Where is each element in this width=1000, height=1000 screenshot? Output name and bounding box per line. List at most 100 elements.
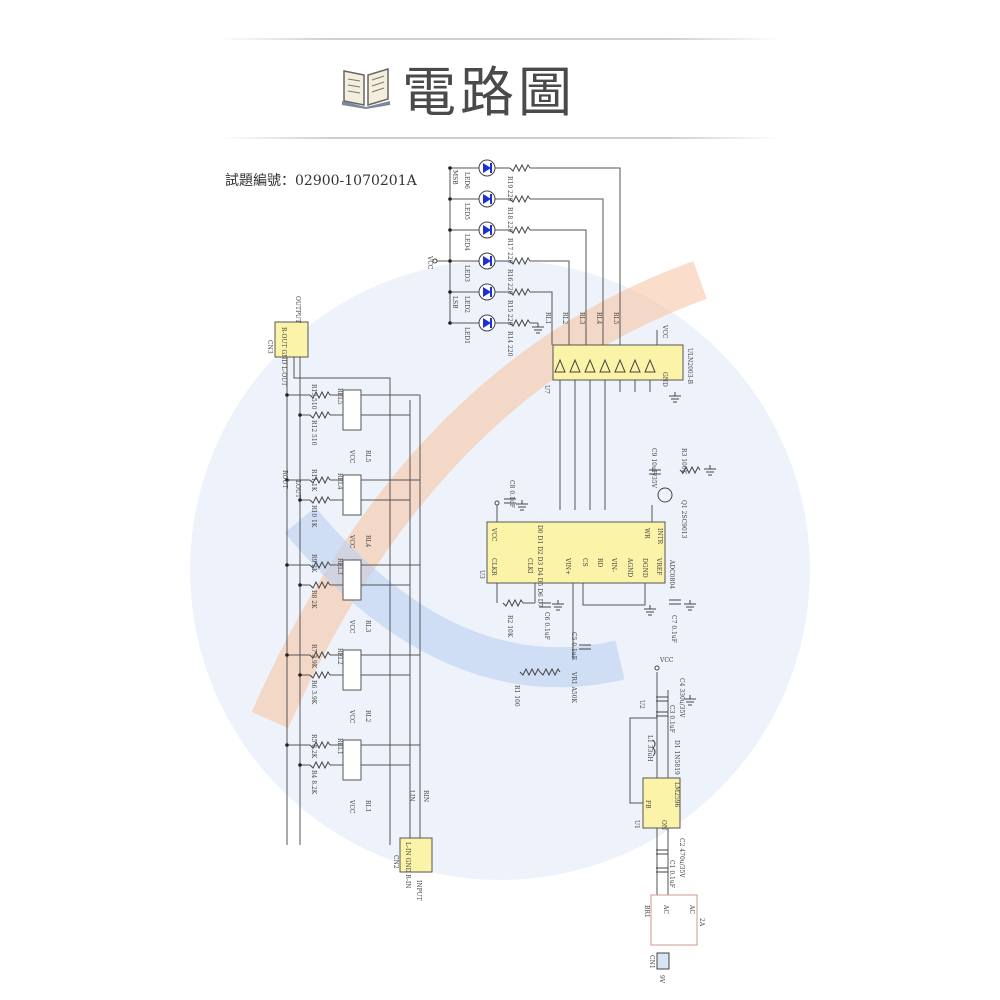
label-output: OUTPUT (294, 296, 301, 323)
junction-dot (298, 583, 302, 587)
cn3-connector (274, 321, 309, 358)
label-cs: CS (581, 558, 588, 567)
wire (629, 717, 657, 804)
label-cn3: CN3 (266, 340, 273, 354)
resistor (309, 475, 331, 485)
label-u2: U2 (638, 700, 645, 709)
junction-dot (285, 743, 289, 747)
led-diode-icon (483, 225, 491, 235)
label-clkr: CLKR (490, 558, 497, 576)
inductor-l1 (652, 739, 656, 757)
ground-icon (552, 600, 564, 611)
junction-dot (448, 197, 452, 201)
capacitor (656, 867, 668, 873)
label-input: INPUT (415, 880, 422, 901)
label-lin: LIN (408, 790, 415, 802)
resistor (309, 495, 331, 505)
ground-icon (704, 465, 716, 476)
label-rl5: RL5 (364, 450, 371, 463)
relay-vcc-label: VCC (348, 534, 355, 549)
label-vin: VIN+ (564, 557, 571, 575)
label-agnd: AGND (626, 557, 633, 577)
resistor (309, 580, 331, 590)
junction-dot (298, 673, 302, 677)
ground-icon (532, 323, 544, 334)
label-q1: Q1 2SC9013 (680, 500, 687, 539)
label-c1: C1 0.1uF (668, 860, 675, 888)
label-u7: U7 (543, 385, 550, 394)
label-r9: R9 2K (310, 554, 317, 573)
label-r14: R14 220 (506, 331, 513, 357)
open-book-icon (342, 67, 390, 109)
label-r18: R18 220 (506, 207, 513, 233)
junction-dot (448, 228, 452, 232)
label-dpins: D0 D1 D2 D3 D4 D5 D6 D7 (536, 525, 543, 608)
label-lout: LOUT (294, 480, 301, 498)
resistor-r2 (502, 598, 524, 608)
label-c8: C8 0.1uF (508, 480, 515, 508)
junction-dot (448, 166, 452, 170)
wire (530, 291, 553, 345)
capacitor (656, 696, 668, 702)
label-d1: D1 1N5819 (673, 740, 680, 775)
label-r8: R8 2K (310, 590, 317, 609)
cn1-connector (656, 952, 670, 970)
ground-icon (684, 600, 696, 611)
label-rl3: RL3 (578, 312, 585, 325)
label-ac: AC (688, 904, 695, 914)
label-lsb: LSB (451, 296, 458, 309)
resistor (309, 670, 331, 680)
ground-icon (516, 500, 528, 511)
top-divider (220, 38, 780, 40)
label-vref: VREF (655, 557, 662, 575)
label-c3: C3 0.1uF (668, 705, 675, 733)
label-r2: R2 10K (506, 615, 513, 638)
junction-dot (285, 653, 289, 657)
label-v9: 9V (658, 975, 665, 984)
junction-dot (448, 259, 452, 263)
wire (530, 167, 621, 345)
header-divider (220, 137, 780, 139)
label-led4: LED4 (463, 234, 470, 251)
resistor-r14 (509, 318, 531, 328)
label-r1: R1 100 (513, 685, 520, 707)
capacitor (656, 711, 668, 717)
led-diode-icon (483, 256, 491, 266)
exam-number: 試題編號：02900-1070201A (225, 173, 417, 189)
label-led1: LED1 (463, 327, 470, 344)
ground-icon (644, 605, 656, 616)
junction-dot (285, 563, 289, 567)
resistor (309, 390, 331, 400)
vcc-terminal (654, 665, 660, 671)
label-r13: R13 510 (310, 384, 317, 410)
label-cn2_pins: L-IN GND R-IN (404, 842, 411, 888)
label-br_rating: 2A (698, 918, 705, 927)
transistor-q1 (657, 487, 673, 503)
label-r16: R16 220 (506, 269, 513, 295)
adc0804-chip (486, 521, 666, 584)
label-r15: R15 220 (506, 300, 513, 326)
page-title: 電路圖 (402, 60, 576, 124)
label-rel3: REL3 (336, 558, 343, 575)
resistor-r19 (509, 163, 531, 173)
schematic-parts (274, 159, 716, 970)
label-rin: RIN (422, 790, 429, 802)
label-r10: R10 1K (310, 505, 317, 528)
vcc-terminal (494, 500, 500, 506)
label-r11: R11 1K (310, 469, 317, 492)
label-r6: R6 3.9K (310, 680, 317, 705)
label-vcc_led: VCC (426, 255, 433, 270)
label-r12: R12 510 (310, 420, 317, 446)
label-vinm: VIN- (610, 557, 617, 572)
label-intr: INTR (656, 528, 663, 545)
junction-dot (298, 763, 302, 767)
potentiometer-vr1 (539, 667, 561, 677)
wire (530, 260, 570, 345)
resistor-r1 (519, 667, 541, 677)
page-header: 電路圖 (340, 52, 576, 124)
inverter-gate (629, 358, 641, 373)
label-msb: MSB (451, 170, 458, 185)
label-u3: U3 (478, 570, 485, 579)
inverter-gate (644, 358, 656, 373)
